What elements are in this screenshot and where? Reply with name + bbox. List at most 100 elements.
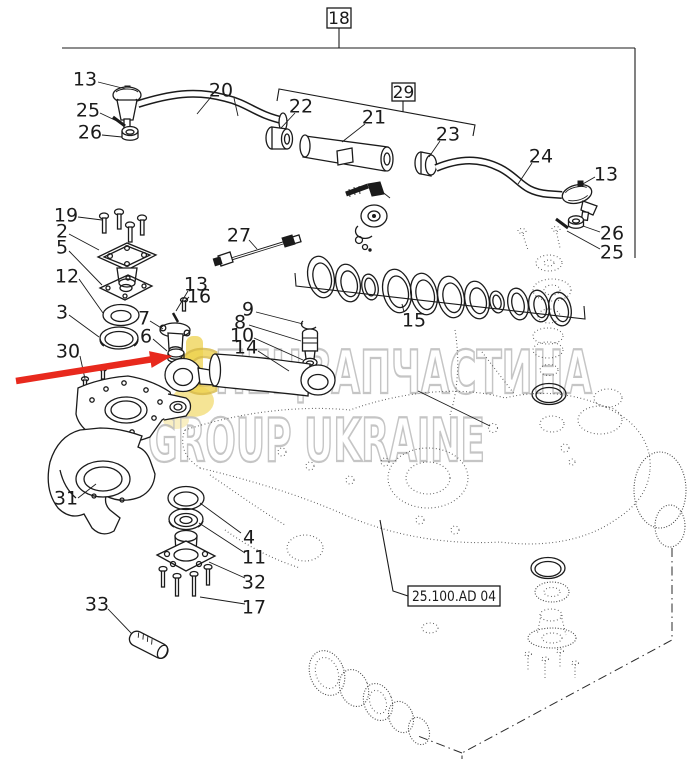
part-label-10: 10 [230,325,304,361]
label-number: 5 [56,237,68,259]
tube-window [336,147,354,166]
nut-23 [414,151,438,177]
leader-line [341,123,366,143]
label-number: 12 [55,266,79,288]
part-label-27: 27 [227,225,258,250]
leader-line [517,162,533,185]
leader-line [198,522,246,554]
page-ref-text: 25.100.AD 04 [412,589,496,605]
group-29-box [391,82,416,102]
label-number: 30 [56,341,80,363]
part-label-15: 15 [401,303,426,332]
leader-line [199,502,242,534]
leader-line [255,311,304,325]
snap-ring-9 [300,320,317,330]
label-number: 25 [600,242,624,264]
label-number: 32 [242,572,266,594]
bolts-19 [98,208,148,243]
leader-line [107,608,133,635]
ghost-kingpin-column-upper [517,225,576,466]
part-label-9: 9 [242,299,304,325]
label-number: 24 [529,146,553,168]
part-label-33: 33 [85,594,133,635]
part-label-5: 5 [56,237,103,286]
grease-fitting-13-right [577,180,584,187]
page-ref-box [407,585,501,607]
page-ref: 25.100.AD 04 [379,519,501,607]
nut-26 [121,125,139,141]
leader-line [401,303,405,313]
leader-line [68,250,103,286]
gasket-5 [98,274,154,301]
group-18-bracket [62,7,636,258]
label-number: 20 [209,80,233,102]
group-29-bracket [276,82,476,137]
label-number: 23 [436,124,460,146]
seal-4 [167,485,205,511]
part-label-16: 16 [183,286,211,308]
part-20-drag-link [112,85,288,141]
part-label-13: 13 [73,69,127,91]
leader-line [77,483,97,499]
ghost-axle-assembly [182,329,687,569]
lock-pin-25 [112,115,126,128]
label-number: 13 [73,69,97,91]
leader-line [248,239,258,250]
label-number: 2 [56,221,68,243]
label-number: 9 [242,299,254,321]
leader-line [428,140,441,158]
part-label-13: 13 [175,274,208,312]
leader-line [580,176,596,186]
label-number: 19 [54,205,78,227]
part-label-31: 31 [54,483,97,510]
steering-arm-plate [75,366,192,445]
bearing-11 [168,507,204,531]
label-number: 15 [402,310,426,332]
flange-32 [155,529,217,572]
label-number: 4 [243,527,255,549]
part-label-8: 8 [234,312,302,342]
label-number: 17 [242,597,266,619]
leader-line [566,230,601,250]
group-18-label: 18 [328,9,350,29]
label-number: 10 [230,325,254,347]
pin-33 [128,630,169,660]
leader-line [149,320,164,330]
label-number: 26 [78,122,102,144]
part-label-2: 2 [56,221,100,251]
part-label-11: 11 [198,522,266,569]
label-number: 26 [600,223,624,245]
red-pointer-arrow [15,351,172,385]
seal-ring-solid-lower [530,556,566,580]
part-24-tie-rod [434,156,598,230]
leader-line [175,290,189,312]
leader-line [97,81,127,90]
part-label-13: 13 [580,164,618,186]
knuckle-31 [47,427,156,535]
hose-27 [212,234,302,267]
kingpin-7 [159,297,191,360]
label-number: 7 [138,308,150,330]
label-number: 3 [56,302,68,324]
label-number: 25 [76,100,100,122]
leader-line [101,134,123,138]
leader-line [68,314,100,338]
watermark-line2: GROUP UKRAINE [148,406,485,476]
label-number: 11 [242,547,266,569]
bearing-12 [102,303,140,327]
leader-line [183,296,190,303]
leader-line [78,278,104,314]
leader-line [582,225,601,233]
ghost-leader [417,390,499,434]
label-number: 13 [594,164,618,186]
part-label-25: 25 [566,230,624,264]
part-label-7: 7 [138,308,164,330]
leader-line [208,561,246,579]
part-label-12: 12 [55,266,104,314]
ghost-kingpin-column-lower [421,556,580,678]
leader-line [199,596,246,605]
part-label-32: 32 [208,561,266,594]
part-label-14: 14 [234,337,290,372]
